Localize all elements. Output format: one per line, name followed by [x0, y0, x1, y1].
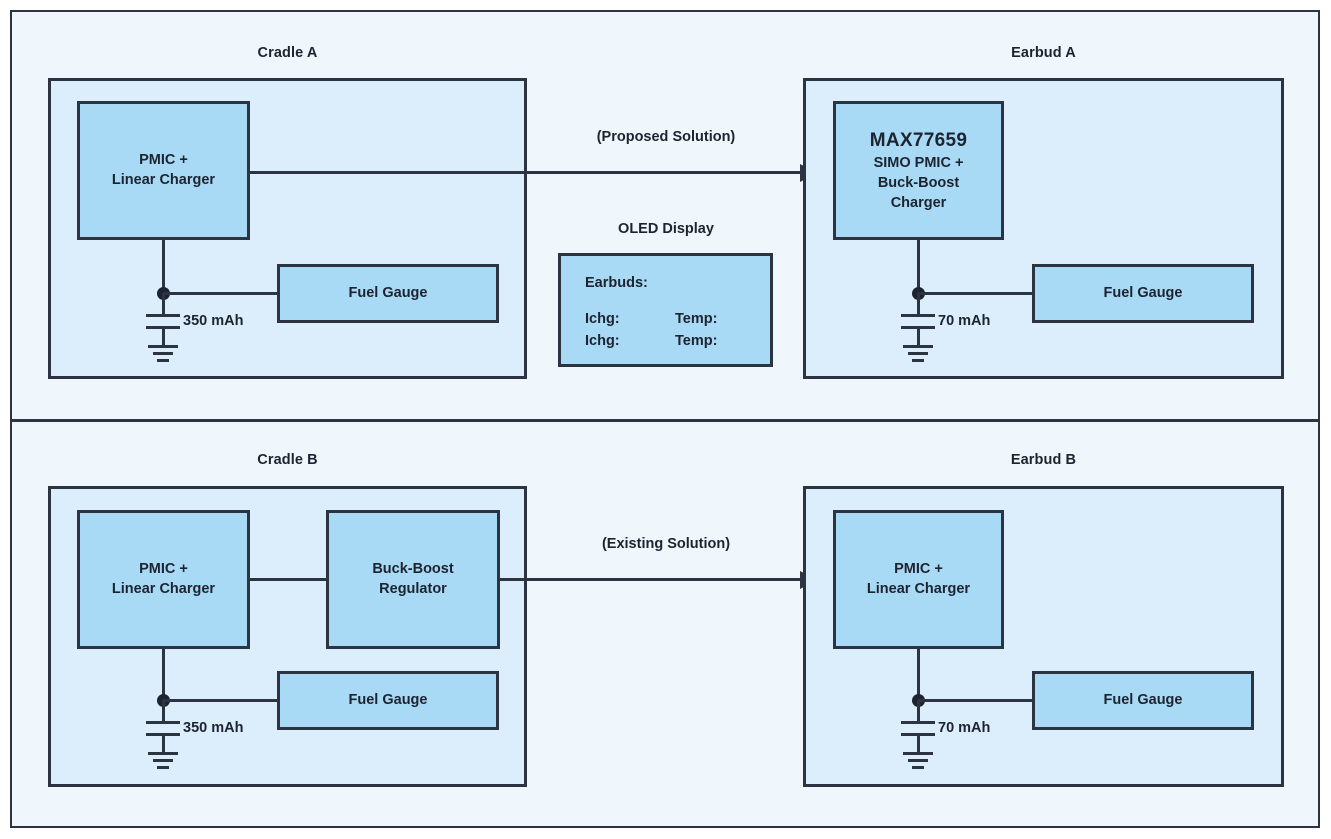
- cradle-b-pmic-line-2: Linear Charger: [111, 580, 216, 597]
- wire-cradle-b-ground-stem: [162, 736, 165, 753]
- wire-cradle-b-pmic-to-buck-boost: [250, 578, 328, 581]
- wire-cradle-b-battery-stem: [162, 700, 165, 722]
- block-cradle-b-buck-boost[interactable]: Buck-Boost Regulator: [326, 510, 500, 649]
- label-existing-solution: (Existing Solution): [601, 536, 731, 552]
- cradle-a-caption: Cradle A: [257, 45, 318, 61]
- label-proposed-solution: (Proposed Solution): [596, 129, 736, 145]
- earbud-b-pmic-line-2: Linear Charger: [866, 580, 971, 597]
- wire-cradle-b-to-earbud-b: [500, 578, 814, 581]
- wire-cradle-a-ground-stem: [162, 329, 165, 346]
- ground-bar-3-cradle-a: [157, 359, 169, 362]
- ground-bar-1-earbud-a: [903, 345, 933, 348]
- oled-row-1-ichg: Ichg:: [585, 311, 620, 327]
- ground-bar-1-cradle-b: [148, 752, 178, 755]
- battery-plate-negative-cradle-a: [146, 326, 180, 329]
- earbud-b-fuel-gauge-label: Fuel Gauge: [1103, 691, 1183, 708]
- cradle-a-fuel-gauge-label: Fuel Gauge: [348, 284, 428, 301]
- block-cradle-b-pmic[interactable]: PMIC + Linear Charger: [77, 510, 250, 649]
- block-cradle-a-pmic[interactable]: PMIC + Linear Charger: [77, 101, 250, 240]
- block-earbud-a-max77659[interactable]: MAX77659 SIMO PMIC + Buck-Boost Charger: [833, 101, 1004, 240]
- oled-display-caption: OLED Display: [618, 221, 714, 237]
- battery-plate-positive-cradle-a: [146, 314, 180, 317]
- oled-row-2-ichg: Ichg:: [585, 333, 620, 349]
- earbud-a-max77659-line-3: Buck-Boost: [877, 175, 960, 192]
- earbud-a-max77659-line-4: Charger: [890, 194, 947, 211]
- wire-earbud-b-ground-stem: [917, 736, 920, 753]
- ground-bar-2-cradle-b: [153, 759, 173, 762]
- wire-earbud-a-pmic-to-battery: [917, 240, 920, 296]
- battery-plate-negative-earbud-a: [901, 326, 935, 329]
- earbud-a-max77659-part-number: MAX77659: [869, 129, 968, 151]
- battery-plate-negative-cradle-b: [146, 733, 180, 736]
- wire-earbud-a-battery-stem: [917, 293, 920, 315]
- cradle-a-pmic-line-2: Linear Charger: [111, 171, 216, 188]
- battery-label-cradle-a: 350 mAh: [183, 313, 244, 329]
- block-earbud-b-fuel-gauge[interactable]: Fuel Gauge: [1032, 671, 1254, 730]
- ground-bar-1-cradle-a: [148, 345, 178, 348]
- cradle-b-caption: Cradle B: [257, 452, 318, 468]
- block-cradle-a-fuel-gauge[interactable]: Fuel Gauge: [277, 264, 499, 323]
- wire-cradle-a-junction-to-fuel-gauge: [163, 292, 278, 295]
- wire-cradle-a-pmic-to-earbud-a: [250, 171, 814, 174]
- ground-bar-2-cradle-a: [153, 352, 173, 355]
- ground-bar-3-earbud-a: [912, 359, 924, 362]
- oled-row-1-temp: Temp:: [675, 311, 718, 327]
- earbud-a-max77659-line-2: SIMO PMIC +: [873, 155, 964, 172]
- ground-bar-2-earbud-b: [908, 759, 928, 762]
- cradle-a-pmic-line-1: PMIC +: [139, 151, 188, 168]
- battery-plate-positive-cradle-b: [146, 721, 180, 724]
- wire-cradle-b-junction-to-fuel-gauge: [163, 699, 278, 702]
- wire-earbud-a-junction-to-fuel-gauge: [918, 292, 1032, 295]
- wire-earbud-b-battery-stem: [917, 700, 920, 722]
- battery-label-cradle-b: 350 mAh: [183, 720, 244, 736]
- wire-earbud-b-pmic-to-battery: [917, 649, 920, 705]
- block-earbud-b-pmic[interactable]: PMIC + Linear Charger: [833, 510, 1004, 649]
- battery-label-earbud-b: 70 mAh: [938, 720, 991, 736]
- oled-display-screen[interactable]: Earbuds: Ichg: Temp: Ichg: Temp:: [558, 253, 773, 367]
- battery-label-earbud-a: 70 mAh: [938, 313, 991, 329]
- cradle-b-pmic-line-1: PMIC +: [139, 560, 188, 577]
- battery-plate-positive-earbud-b: [901, 721, 935, 724]
- earbud-a-caption: Earbud A: [1011, 45, 1076, 61]
- earbud-b-caption: Earbud B: [1010, 452, 1077, 468]
- block-cradle-b-fuel-gauge[interactable]: Fuel Gauge: [277, 671, 499, 730]
- battery-plate-positive-earbud-a: [901, 314, 935, 317]
- earbud-b-pmic-line-1: PMIC +: [894, 560, 943, 577]
- oled-header: Earbuds:: [585, 275, 648, 291]
- cradle-b-buck-boost-line-2: Regulator: [379, 580, 447, 597]
- wire-cradle-a-pmic-to-battery: [162, 240, 165, 296]
- cradle-b-fuel-gauge-label: Fuel Gauge: [348, 691, 428, 708]
- wire-cradle-a-battery-stem: [162, 293, 165, 315]
- wire-earbud-a-ground-stem: [917, 329, 920, 346]
- section-divider: [10, 419, 1320, 422]
- ground-bar-2-earbud-a: [908, 352, 928, 355]
- block-earbud-a-fuel-gauge[interactable]: Fuel Gauge: [1032, 264, 1254, 323]
- oled-row-2-temp: Temp:: [675, 333, 718, 349]
- ground-bar-3-earbud-b: [912, 766, 924, 769]
- ground-bar-1-earbud-b: [903, 752, 933, 755]
- earbud-a-fuel-gauge-label: Fuel Gauge: [1103, 284, 1183, 301]
- wire-cradle-b-pmic-to-battery: [162, 649, 165, 705]
- battery-plate-negative-earbud-b: [901, 733, 935, 736]
- cradle-b-buck-boost-line-1: Buck-Boost: [372, 560, 454, 577]
- ground-bar-3-cradle-b: [157, 766, 169, 769]
- wire-earbud-b-junction-to-fuel-gauge: [918, 699, 1032, 702]
